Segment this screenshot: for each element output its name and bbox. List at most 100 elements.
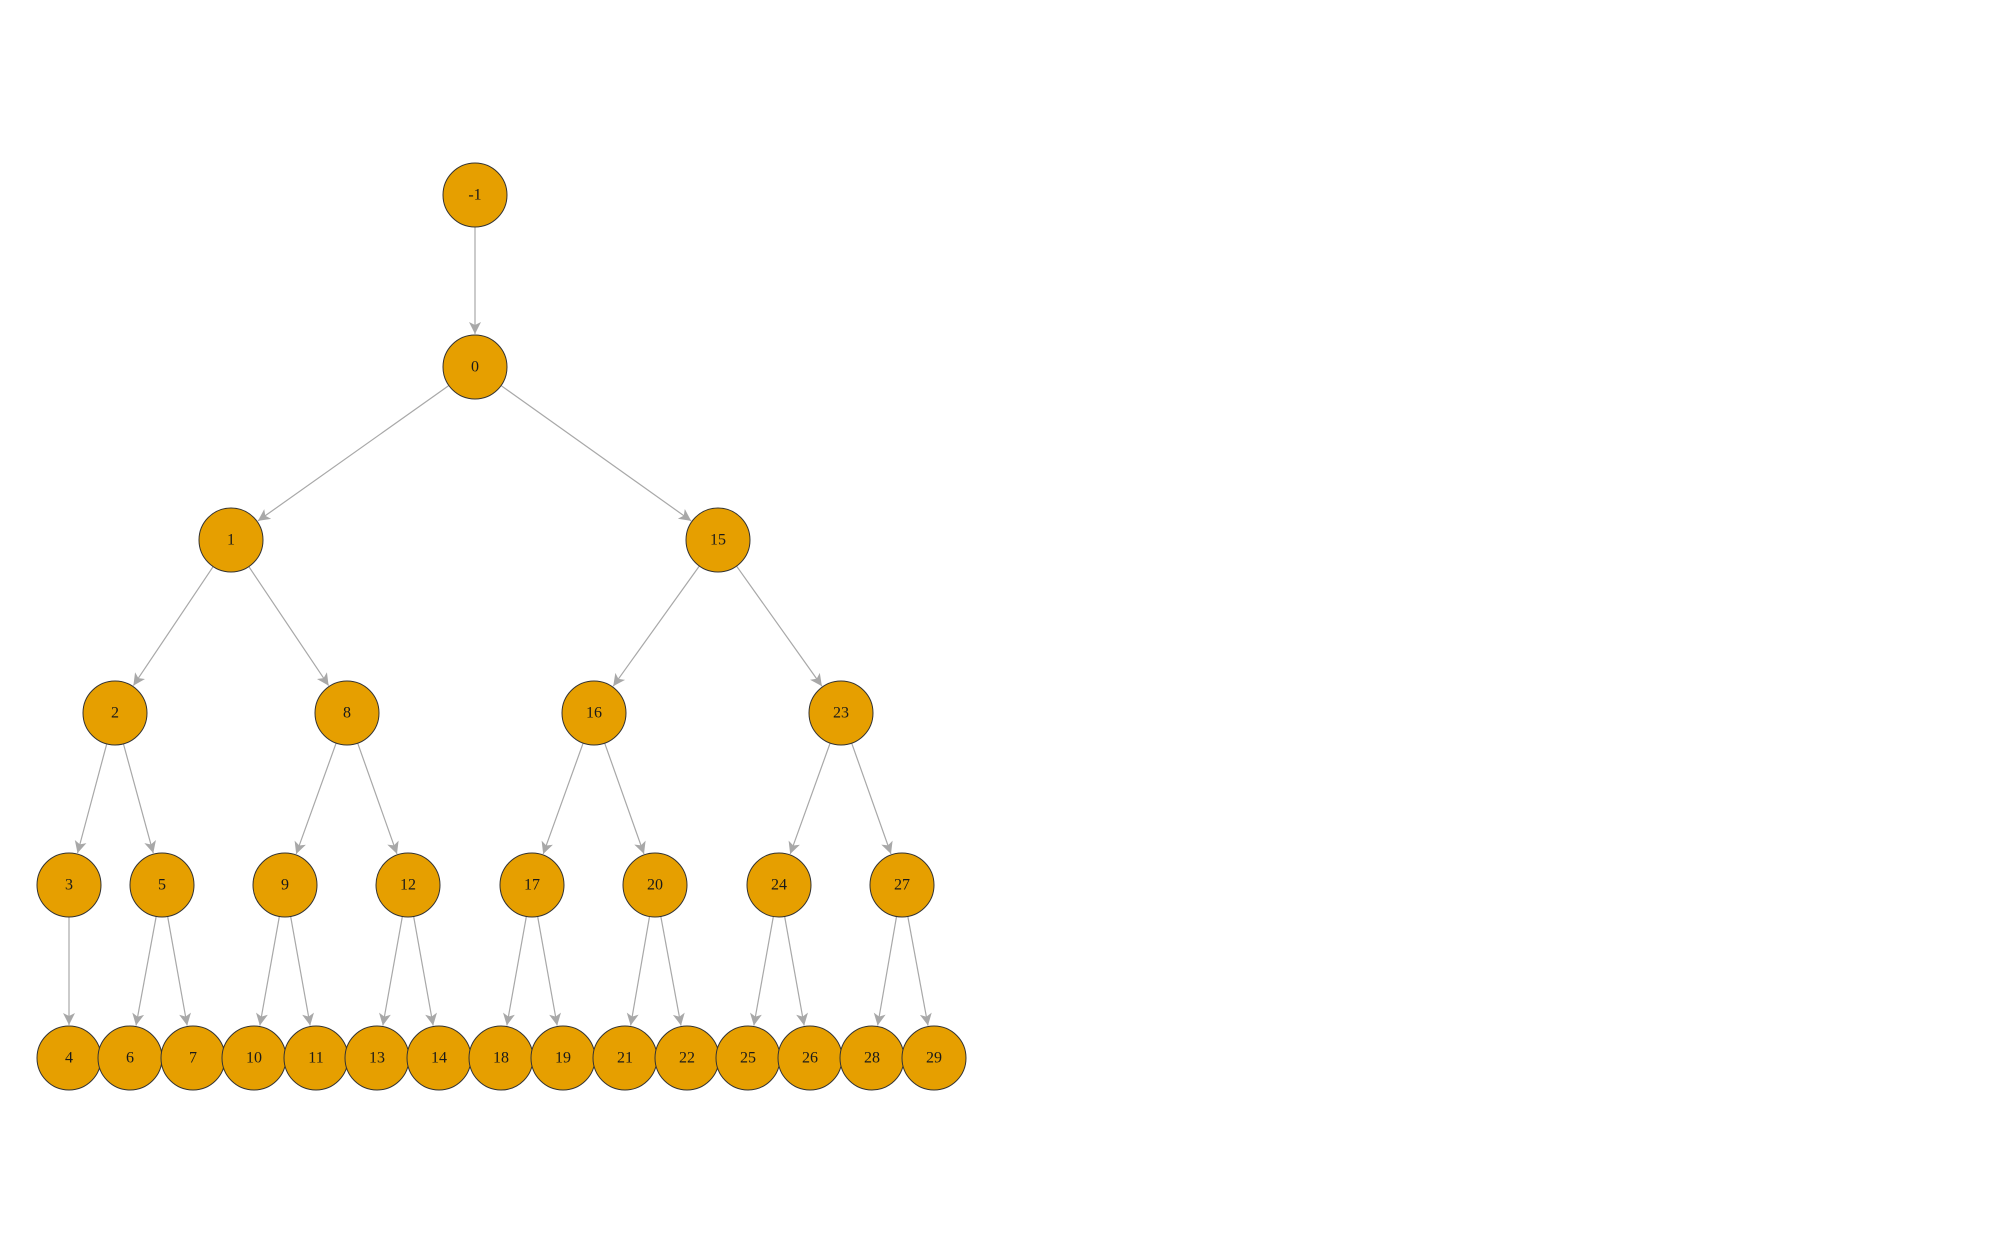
node-label-6: 6 — [126, 1050, 134, 1067]
edge-1-to-8 — [248, 566, 330, 686]
node-circle-16 — [561, 680, 627, 746]
node-1: 1 — [198, 507, 264, 573]
edge-17-to-18 — [503, 916, 527, 1026]
edge-0-to-15 — [500, 385, 692, 522]
edge-23-to-27 — [851, 742, 893, 855]
node-circle-2 — [82, 680, 148, 746]
node-label-14: 14 — [431, 1050, 447, 1067]
node-25: 25 — [715, 1025, 781, 1091]
node-label-21: 21 — [617, 1050, 633, 1067]
node-20: 20 — [622, 852, 688, 918]
edge-20-to-22 — [660, 916, 685, 1026]
node-16: 16 — [561, 680, 627, 746]
node-2: 2 — [82, 680, 148, 746]
node-3: 3 — [36, 852, 102, 918]
edge-8-to-9 — [294, 742, 337, 855]
edge-27-to-29 — [907, 916, 932, 1026]
node-label-1: 1 — [227, 532, 235, 549]
node-14: 14 — [406, 1025, 472, 1091]
node-label--1: -1 — [468, 187, 481, 204]
edge-24-to-25 — [750, 916, 774, 1026]
edges-layer — [63, 227, 932, 1026]
node-label-23: 23 — [833, 705, 849, 722]
node-29: 29 — [901, 1025, 967, 1091]
node-4: 4 — [36, 1025, 102, 1091]
node-circle-24 — [746, 852, 812, 918]
node-label-17: 17 — [524, 877, 540, 894]
edge-5-to-6 — [132, 916, 157, 1026]
node-label-11: 11 — [308, 1050, 323, 1067]
node-circle-9 — [252, 852, 318, 918]
node-label-16: 16 — [586, 705, 602, 722]
node-label-4: 4 — [65, 1050, 73, 1067]
node-label-12: 12 — [400, 877, 416, 894]
node-label-3: 3 — [65, 877, 73, 894]
node-circle-8 — [314, 680, 380, 746]
node-28: 28 — [839, 1025, 905, 1091]
node-15: 15 — [685, 507, 751, 573]
node-circle-5 — [129, 852, 195, 918]
node-label-7: 7 — [189, 1050, 197, 1067]
edge-5-to-7 — [167, 916, 191, 1026]
node-circle-23 — [808, 680, 874, 746]
node-label-27: 27 — [894, 877, 910, 894]
node-10: 10 — [221, 1025, 287, 1091]
node-circle-17 — [499, 852, 565, 918]
edge-23-to-24 — [788, 742, 831, 855]
node-5: 5 — [129, 852, 195, 918]
node-label-18: 18 — [493, 1050, 509, 1067]
node-label-24: 24 — [771, 877, 787, 894]
node-24: 24 — [746, 852, 812, 918]
edge-15-to-23 — [736, 565, 823, 687]
edge-17-to-19 — [537, 916, 561, 1026]
node-label-26: 26 — [802, 1050, 818, 1067]
edge-12-to-14 — [413, 916, 437, 1026]
node-label-10: 10 — [246, 1050, 262, 1067]
edge-20-to-21 — [626, 916, 651, 1026]
node-label-29: 29 — [926, 1050, 942, 1067]
node-label-20: 20 — [647, 877, 663, 894]
node-26: 26 — [777, 1025, 843, 1091]
node-circle-1 — [198, 507, 264, 573]
node-circle-0 — [442, 334, 508, 400]
edge-24-to-26 — [784, 916, 808, 1026]
node-label-0: 0 — [471, 359, 479, 376]
node-circle-12 — [375, 852, 441, 918]
node-circle--1 — [442, 162, 508, 228]
node-label-25: 25 — [740, 1050, 756, 1067]
node-label-5: 5 — [158, 877, 166, 894]
edge-12-to-13 — [379, 916, 403, 1026]
node-label-22: 22 — [679, 1050, 695, 1067]
node-0: 0 — [442, 334, 508, 400]
node-label-15: 15 — [710, 532, 726, 549]
node-12: 12 — [375, 852, 441, 918]
node-circle-3 — [36, 852, 102, 918]
node-13: 13 — [344, 1025, 410, 1091]
node-18: 18 — [468, 1025, 534, 1091]
edge-1-to-2 — [132, 566, 214, 686]
edge-9-to-10 — [256, 916, 280, 1026]
node-label-28: 28 — [864, 1050, 880, 1067]
node-circle-27 — [869, 852, 935, 918]
node-label-8: 8 — [343, 705, 351, 722]
edge-15-to-16 — [612, 565, 700, 687]
node-9: 9 — [252, 852, 318, 918]
node-21: 21 — [592, 1025, 658, 1091]
node-6: 6 — [97, 1025, 163, 1091]
node-label-13: 13 — [369, 1050, 385, 1067]
node-label-9: 9 — [281, 877, 289, 894]
node-11: 11 — [283, 1025, 349, 1091]
node-7: 7 — [160, 1025, 226, 1091]
node-label-19: 19 — [555, 1050, 571, 1067]
node-8: 8 — [314, 680, 380, 746]
node-circle-29 — [901, 1025, 967, 1091]
edge-9-to-11 — [290, 916, 314, 1026]
edge-8-to-12 — [357, 742, 399, 855]
node-19: 19 — [530, 1025, 596, 1091]
node-23: 23 — [808, 680, 874, 746]
edge-27-to-28 — [873, 916, 898, 1026]
node-27: 27 — [869, 852, 935, 918]
edge-16-to-20 — [604, 742, 646, 855]
